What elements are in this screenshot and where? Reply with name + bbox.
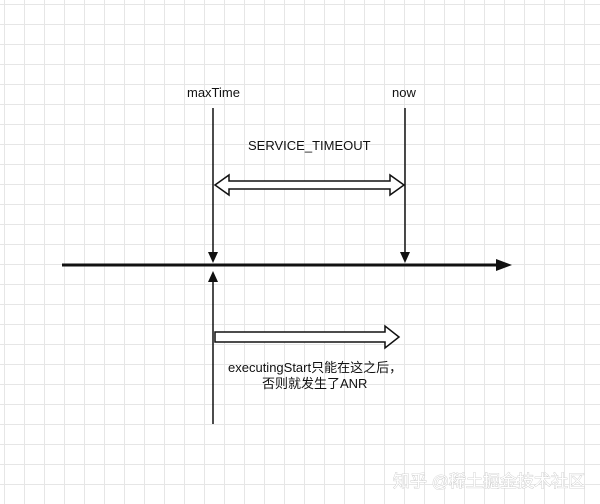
executing-start-note-line2: 否则就发生了ANR bbox=[262, 376, 367, 391]
service-timeout-double-arrow bbox=[213, 173, 406, 197]
watermark-text: 知乎 @稀土掘金技术社区 bbox=[393, 472, 585, 491]
max-time-label: maxTime bbox=[187, 85, 240, 100]
now-arrowhead bbox=[400, 252, 410, 263]
max-time-arrowhead bbox=[208, 252, 218, 263]
executing-start-arrowhead bbox=[208, 271, 218, 282]
timeline-axis-arrowhead bbox=[496, 259, 512, 271]
now-label: now bbox=[392, 85, 416, 100]
service-timeout-label: SERVICE_TIMEOUT bbox=[248, 138, 371, 153]
executing-start-arrow bbox=[214, 324, 401, 350]
executing-start-note-line1: executingStart只能在这之后， bbox=[228, 360, 402, 375]
